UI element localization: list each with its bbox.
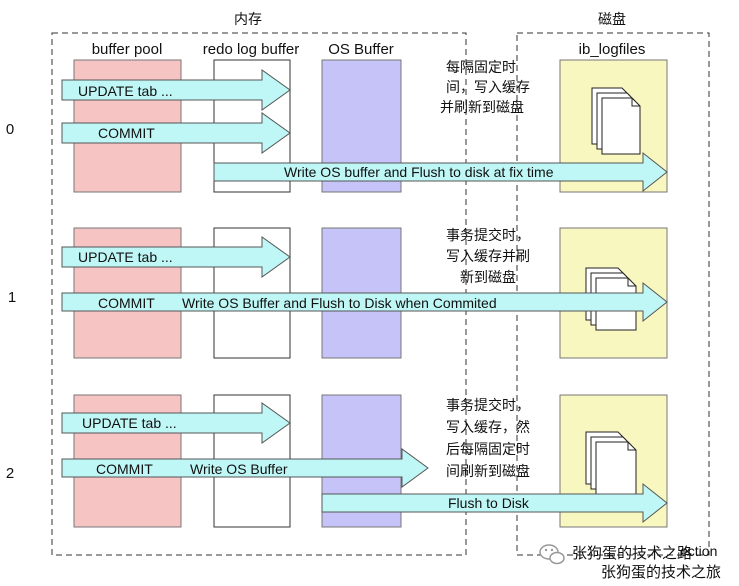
note-line: 每隔固定时 <box>446 60 516 76</box>
flush-arrow <box>321 482 668 524</box>
row-index: 1 <box>8 289 16 306</box>
disk-region <box>516 32 710 556</box>
update-label: UPDATE tab ... <box>82 415 177 431</box>
update-arrow <box>61 69 291 111</box>
overlap-fragment: ection <box>680 543 717 559</box>
commit-label: COMMIT <box>98 125 155 141</box>
column-header-redo-log-buffer: redo log buffer <box>203 41 299 58</box>
commit-arrow <box>61 112 291 154</box>
flow-label: Write OS buffer and Flush to disk at fix… <box>284 164 554 180</box>
watermark-line2: 张狗蛋的技术之旅 <box>601 563 721 581</box>
wechat-icon <box>539 544 565 565</box>
watermark-line1: 张狗蛋的技术之路 <box>572 544 692 562</box>
flow-label: Write OS Buffer and Flush to Disk when C… <box>182 295 497 311</box>
commit-flush-arrow <box>61 281 668 323</box>
update-arrow <box>61 402 291 444</box>
column-header-ib-logfiles: ib_logfiles <box>579 41 646 58</box>
row-2: 2 UPDATE tab ... COMMIT Write OS Buffer … <box>6 394 668 528</box>
column-header-os-buffer: OS Buffer <box>328 41 394 58</box>
memory-title: 内存 <box>234 12 262 28</box>
update-label: UPDATE tab ... <box>78 249 173 265</box>
commit-label: COMMIT <box>96 461 153 477</box>
commit-label: COMMIT <box>98 295 155 311</box>
note-line: 写入缓存并刷 <box>446 249 530 265</box>
commit-write-arrow <box>61 448 429 488</box>
watermark: ection 张狗蛋的技术之路 张狗蛋的技术之旅 <box>539 543 721 581</box>
update-label: UPDATE tab ... <box>78 83 173 99</box>
row-index: 0 <box>6 121 14 138</box>
note-line: 间刷新到磁盘 <box>446 463 530 480</box>
flush-arrow <box>213 151 668 193</box>
note-line: 新到磁盘 <box>460 269 516 286</box>
column-header-buffer-pool: buffer pool <box>92 41 163 58</box>
note-line: 事务提交时， <box>446 397 530 414</box>
row-1: 1 UPDATE tab ... COMMIT Write OS Buffer … <box>8 227 668 359</box>
note-line: 间，写入缓存 <box>446 80 530 96</box>
file-stack-icon <box>591 87 641 155</box>
note-line: 事务提交时， <box>446 227 530 244</box>
disk-title: 磁盘 <box>598 11 626 28</box>
update-arrow <box>61 236 291 278</box>
write-label: Write OS Buffer <box>190 461 288 477</box>
note-line: 写入缓存，然 <box>446 419 530 436</box>
file-stack-icon <box>585 431 637 495</box>
flow-label: Flush to Disk <box>448 495 530 511</box>
note-line: 后每隔固定时 <box>446 442 530 458</box>
note-line: 并刷新到磁盘 <box>440 99 524 116</box>
row-index: 2 <box>6 465 14 482</box>
row-0: 0 UPDATE tab ... COMMIT Write OS buffer … <box>6 59 668 193</box>
